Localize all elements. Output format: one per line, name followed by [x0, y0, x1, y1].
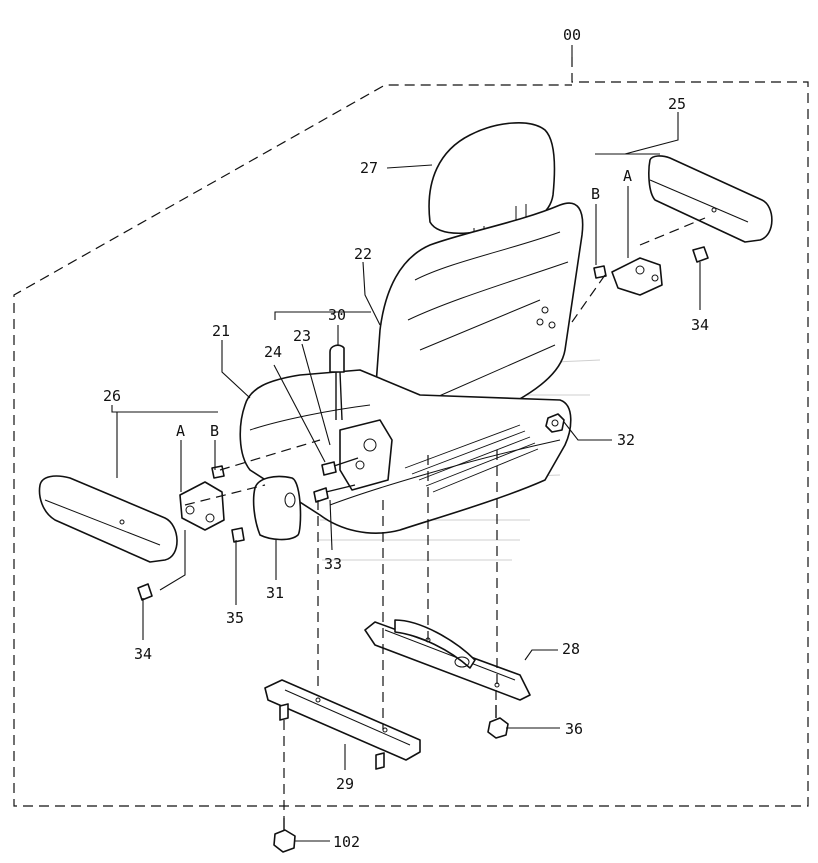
left-armrest-bracket: [137, 465, 245, 601]
label-nut-102: 102: [333, 833, 360, 851]
label-bolt-33: 33: [324, 555, 342, 573]
label-headrest-27: 27: [360, 159, 378, 177]
left-armrest: [38, 475, 178, 563]
assembly-boundary: [13, 57, 809, 807]
label-cushion-21: 21: [212, 322, 230, 340]
label-bolt-23: 23: [293, 327, 311, 345]
left-rail: [264, 679, 421, 770]
label-nut-32: 32: [617, 431, 635, 449]
nut-32: [545, 413, 565, 433]
label-armrest-25: 25: [668, 95, 686, 113]
label-knob-34-right: 34: [691, 316, 709, 334]
label-screw-35: 35: [226, 609, 244, 627]
label-nut-36: 36: [565, 720, 583, 738]
side-cover: [252, 475, 302, 541]
label-bolt-24: 24: [264, 343, 282, 361]
nut-102: [273, 818, 296, 853]
recline-lever: [329, 344, 345, 421]
label-bracket-a-right: A: [623, 167, 632, 185]
label-backrest-22: 22: [354, 245, 372, 263]
side-bracket: [313, 419, 393, 503]
label-bracket-a-left: A: [176, 422, 185, 440]
callout-labels: 00 27 22 21 30 23 24 25 A B 34 26 A B 32…: [103, 26, 709, 851]
right-rail: [364, 619, 531, 701]
nut-36: [487, 705, 509, 739]
right-armrest-bracket: [593, 246, 709, 296]
right-armrest: [648, 155, 773, 243]
label-bracket-b-left: B: [210, 422, 219, 440]
leader-lines: [111, 45, 701, 842]
label-rail-29: 29: [336, 775, 354, 793]
label-knob-34-left: 34: [134, 645, 152, 663]
label-lever-30: 30: [328, 306, 346, 324]
label-cover-31: 31: [266, 584, 284, 602]
assembly-leaders: [184, 217, 706, 818]
cushion-hatch: [404, 424, 539, 493]
label-rail-28: 28: [562, 640, 580, 658]
label-bracket-b-right: B: [591, 185, 600, 203]
label-assembly-00: 00: [563, 26, 581, 44]
label-armrest-26: 26: [103, 387, 121, 405]
